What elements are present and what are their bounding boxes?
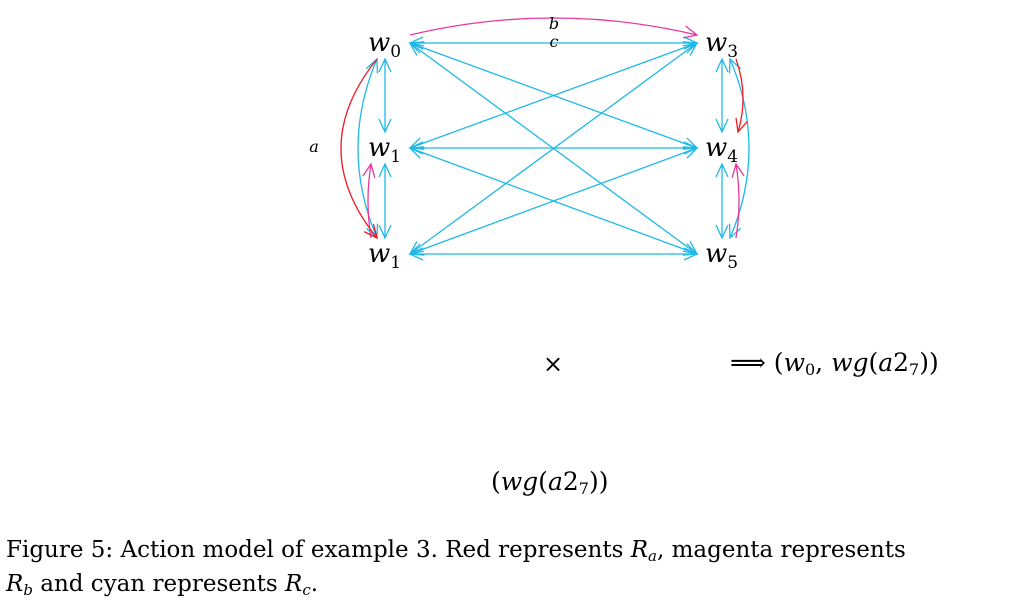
edge-c-n4-n5-tail-head bbox=[715, 162, 729, 178]
edge-label-a: a bbox=[309, 137, 319, 156]
nodes-layer: w0 w1 w1 w3 w4 w5 bbox=[368, 28, 738, 273]
edge-c-n0-n1-tail-head bbox=[378, 57, 392, 73]
edge-a-n3-n4 bbox=[735, 58, 744, 133]
times-symbol: × bbox=[543, 350, 564, 378]
edge-c-n2-n4-tail-head bbox=[408, 243, 425, 256]
edge-c-n1-n2-tail-head bbox=[378, 162, 392, 178]
node-n4: w4 bbox=[705, 133, 738, 167]
edge-a-n3-n4-head bbox=[735, 117, 748, 134]
edge-c-n2-n4 bbox=[409, 147, 698, 255]
edge-c-n3-n4-head bbox=[715, 118, 729, 134]
node-n0: w0 bbox=[368, 28, 401, 62]
edge-labels-layer: cb a bbox=[309, 14, 559, 156]
node-n5: w5 bbox=[705, 239, 738, 273]
edge-c-n2-n4-head bbox=[682, 146, 699, 159]
kripke-diagram: cb a w0 w1 w1 w3 w4 w5 bbox=[309, 14, 750, 273]
edge-a-n0-n2 bbox=[340, 58, 378, 239]
node-n2: w1 bbox=[368, 239, 401, 273]
edge-c-n0-n5-tail-head bbox=[408, 42, 425, 56]
edge-b-n2-n1 bbox=[367, 163, 372, 239]
implies-term: (w0, wg(a27)) bbox=[773, 348, 939, 379]
edge-b-n2-n1-head bbox=[362, 162, 376, 178]
edge-c-n1-n5-tail-head bbox=[408, 146, 425, 159]
edge-c-n2-n3-head bbox=[682, 42, 699, 56]
edges-layer bbox=[340, 17, 750, 261]
implies-formula: ⟹ (w0, wg(a27)) bbox=[730, 348, 939, 379]
edge-c-n3-n5-tail-head bbox=[728, 57, 742, 74]
edge-c-n1-n5-head bbox=[682, 243, 699, 256]
edge-b-n0-n3 bbox=[409, 17, 698, 36]
edge-b-n5-n4-head bbox=[731, 162, 745, 178]
figure-caption: Figure 5: Action model of example 3. Red… bbox=[6, 537, 906, 599]
edge-c-n1-n2-head bbox=[378, 224, 392, 240]
edge-b-n0-n3-head bbox=[682, 25, 699, 39]
edge-c-n2-n3 bbox=[409, 42, 698, 255]
node-n3: w3 bbox=[705, 28, 738, 62]
edge-c-n4-n5-head bbox=[715, 224, 729, 240]
implies-arrow: ⟹ bbox=[730, 348, 766, 377]
node-n1: w1 bbox=[368, 133, 401, 167]
edge-label-b: b bbox=[549, 14, 559, 33]
edge-b-n5-n4 bbox=[735, 163, 740, 239]
edge-label-c: c bbox=[550, 32, 559, 51]
edge-c-n3-n4-tail-head bbox=[715, 57, 729, 73]
bottom-term: (wg(a27)) bbox=[491, 467, 609, 498]
edge-c-n0-n1-head bbox=[378, 118, 392, 134]
edge-c-n1-n3 bbox=[409, 42, 698, 149]
edge-a-n0-n2-head bbox=[363, 223, 378, 240]
